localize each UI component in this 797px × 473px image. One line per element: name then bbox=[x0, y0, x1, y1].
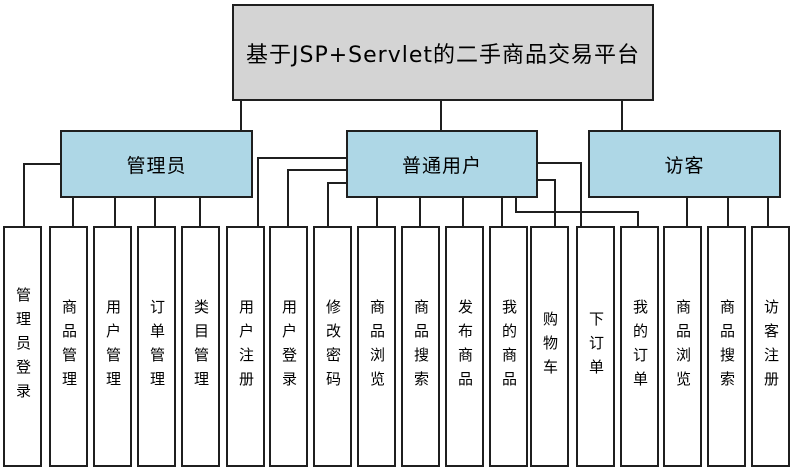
leaf-label: 用户注册 bbox=[237, 298, 255, 395]
leaf-box-category-mgmt: 类目管理 bbox=[181, 226, 220, 467]
role-label-admin: 管理员 bbox=[126, 154, 187, 177]
role-label-guest: 访客 bbox=[664, 154, 705, 177]
leaf-box-shopping-cart: 购物车 bbox=[530, 226, 569, 467]
leaf-box-admin-login: 管理员登录 bbox=[3, 226, 42, 467]
leaf-box-change-password: 修改密码 bbox=[313, 226, 352, 467]
leaf-box-browse-products-guest: 商品浏览 bbox=[663, 226, 702, 467]
leaf-box-place-order: 下订单 bbox=[576, 226, 615, 467]
leaf-box-user-register: 用户注册 bbox=[226, 226, 265, 467]
role-label-regular-user: 普通用户 bbox=[401, 154, 482, 177]
leaf-box-search-products-user: 商品搜索 bbox=[401, 226, 440, 467]
role-box-admin: 管理员 bbox=[60, 130, 253, 198]
leaf-label: 类目管理 bbox=[192, 298, 210, 395]
leaf-label: 商品搜索 bbox=[718, 298, 736, 395]
leaf-label: 我的商品 bbox=[500, 298, 518, 395]
leaf-label: 订单管理 bbox=[148, 298, 166, 395]
leaf-box-product-mgmt: 商品管理 bbox=[49, 226, 88, 467]
leaf-label: 购物车 bbox=[541, 310, 559, 383]
leaf-box-user-login: 用户登录 bbox=[269, 226, 308, 467]
role-box-guest: 访客 bbox=[588, 130, 781, 198]
leaf-label: 访客注册 bbox=[762, 298, 780, 395]
title-text: 基于JSP+Servlet的二手商品交易平台 bbox=[246, 42, 640, 68]
leaf-label: 用户登录 bbox=[280, 298, 298, 395]
leaf-label: 商品浏览 bbox=[674, 298, 692, 395]
leaf-box-order-mgmt: 订单管理 bbox=[137, 226, 176, 467]
leaf-box-user-mgmt: 用户管理 bbox=[93, 226, 132, 467]
title-box: 基于JSP+Servlet的二手商品交易平台 bbox=[232, 4, 654, 101]
leaf-label: 管理员登录 bbox=[14, 286, 32, 407]
leaf-label: 我的订单 bbox=[631, 298, 649, 395]
leaf-label: 商品搜索 bbox=[412, 298, 430, 395]
leaf-label: 发布商品 bbox=[456, 298, 474, 395]
leaf-box-my-products: 我的商品 bbox=[489, 226, 528, 467]
leaf-label: 商品管理 bbox=[60, 298, 78, 395]
role-box-regular-user: 普通用户 bbox=[346, 130, 538, 198]
leaf-box-guest-register: 访客注册 bbox=[751, 226, 790, 467]
leaf-label: 修改密码 bbox=[324, 298, 342, 395]
leaf-label: 下订单 bbox=[587, 310, 605, 383]
leaf-box-browse-products-user: 商品浏览 bbox=[357, 226, 396, 467]
leaf-box-search-products-guest: 商品搜索 bbox=[707, 226, 746, 467]
leaf-label: 用户管理 bbox=[104, 298, 122, 395]
leaf-label: 商品浏览 bbox=[368, 298, 386, 395]
connector-path bbox=[23, 101, 769, 227]
leaf-box-publish-product: 发布商品 bbox=[445, 226, 484, 467]
leaf-box-my-orders: 我的订单 bbox=[620, 226, 659, 467]
